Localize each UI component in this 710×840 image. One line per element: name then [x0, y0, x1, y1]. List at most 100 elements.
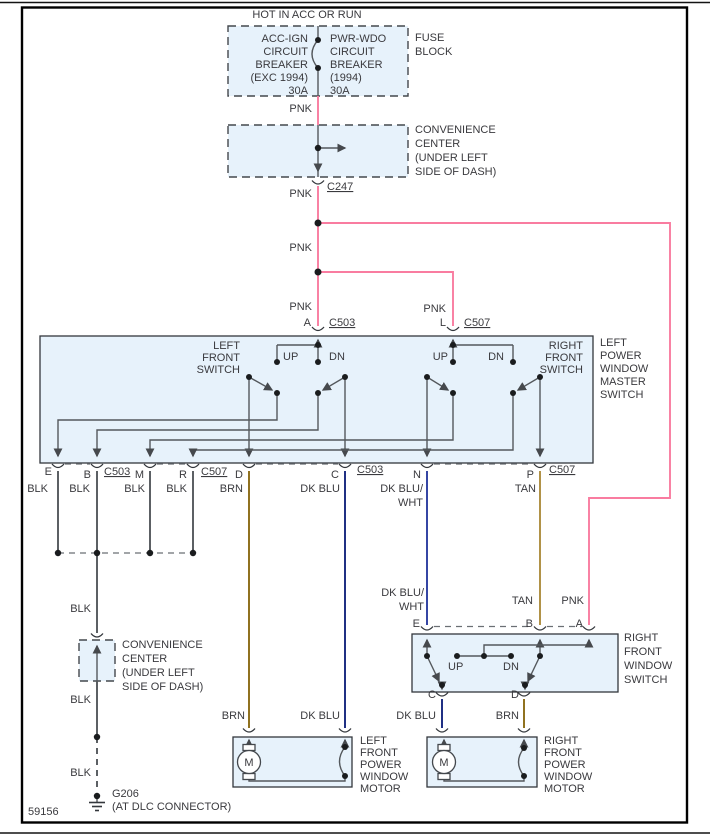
master-switch-internals	[53, 338, 545, 458]
switch-blade	[248, 376, 274, 391]
dn-label: DN	[488, 351, 504, 363]
wire-color-label: BLK	[70, 694, 91, 706]
pink-wires	[317, 96, 671, 625]
svg-text:SWITCH: SWITCH	[600, 389, 643, 401]
pin-label-a: A	[304, 317, 312, 329]
switch-blade	[426, 655, 440, 683]
power-source-label: HOT IN ACC OR RUN	[252, 9, 361, 21]
left-motor-name: LEFT	[360, 735, 387, 747]
connector-label-c507: C507	[464, 317, 490, 329]
svg-text:WINDOW: WINDOW	[624, 660, 673, 672]
wire-color-label: BLK	[27, 483, 48, 495]
right-front-switch-label: RIGHT	[549, 340, 584, 352]
wire-color-label: BLK	[70, 603, 91, 615]
wire-color-label: DK BLU	[300, 710, 340, 722]
wire-color-label: DK BLU/	[380, 483, 424, 495]
svg-text:MOTOR: MOTOR	[360, 783, 401, 795]
svg-text:(UNDER LEFT: (UNDER LEFT	[122, 667, 195, 679]
connector-label-c507: C507	[201, 466, 227, 478]
diagram-frame	[20, 6, 689, 824]
black-wires	[57, 471, 194, 792]
wire-color-label: DK BLU/	[381, 587, 425, 599]
ground-note-label: (AT DLC CONNECTOR)	[112, 801, 231, 813]
svg-text:FRONT: FRONT	[360, 747, 398, 759]
svg-text:POWER: POWER	[600, 350, 642, 362]
svg-text:FRONT: FRONT	[202, 352, 240, 364]
wire-color-label: TAN	[512, 595, 533, 607]
svg-text:BREAKER: BREAKER	[255, 59, 308, 71]
svg-text:CENTER: CENTER	[122, 653, 167, 665]
connector-label-c503: C503	[357, 464, 383, 476]
connector-pin-a	[311, 326, 325, 332]
convenience-center-lower-label: CONVENIENCE	[122, 639, 203, 651]
svg-text:SWITCH: SWITCH	[540, 364, 583, 376]
pnk-wire-right-branch	[318, 222, 671, 625]
pin-label-r: R	[179, 469, 187, 481]
pin-label-a: A	[576, 618, 584, 630]
connector-cc-lower	[90, 633, 104, 638]
motor-symbol	[236, 749, 262, 775]
wire-color-label: BLK	[166, 483, 187, 495]
acc-ign-breaker-label: ACC-IGN	[262, 33, 309, 45]
connector-label-c247: C247	[327, 181, 353, 193]
connector-label-c503: C503	[329, 317, 355, 329]
svg-text:SIDE OF DASH): SIDE OF DASH)	[122, 681, 203, 693]
connector-label-c503: C503	[104, 466, 130, 478]
junction-dots	[54, 37, 543, 800]
right-motor-name: RIGHT	[544, 735, 579, 747]
motor-brush-cap	[242, 772, 256, 781]
wire-color-label: DK BLU	[300, 483, 340, 495]
left-front-switch-label: LEFT	[213, 340, 240, 352]
pnk-wire-to-pin-l	[318, 271, 454, 326]
wire-color-label: BLK	[124, 483, 145, 495]
switch-blade	[516, 376, 541, 391]
wire-color-label: DK BLU	[396, 710, 436, 722]
wire-color-label: PNK	[561, 595, 584, 607]
switch-blade	[426, 376, 450, 391]
wire-color-label: WHT	[399, 601, 424, 613]
diagram-number: 59156	[28, 806, 59, 818]
svg-text:SIDE OF DASH): SIDE OF DASH)	[415, 166, 496, 178]
svg-text:WINDOW: WINDOW	[544, 771, 593, 783]
master-switch-name: LEFT	[600, 337, 627, 349]
svg-text:WINDOW: WINDOW	[600, 363, 649, 375]
svg-text:POWER: POWER	[544, 759, 586, 771]
svg-text:MASTER: MASTER	[600, 376, 646, 388]
motor-brush-cap	[437, 743, 451, 752]
pin-label-c: C	[428, 689, 436, 701]
motor-m-label: M	[244, 757, 253, 769]
svg-text:30A: 30A	[288, 85, 308, 97]
svg-text:WINDOW: WINDOW	[360, 771, 409, 783]
right-front-window-switch-name: RIGHT	[624, 632, 659, 644]
up-label: UP	[433, 351, 448, 363]
pin-label-b: B	[84, 469, 91, 481]
wire-color-label: BRN	[220, 483, 243, 495]
fuse-block-label: FUSE	[415, 32, 444, 44]
wire-color-label: BRN	[496, 710, 519, 722]
wire-color-label: BLK	[69, 483, 90, 495]
svg-text:SWITCH: SWITCH	[197, 364, 240, 376]
svg-text:POWER: POWER	[360, 759, 402, 771]
svg-text:(UNDER LEFT: (UNDER LEFT	[415, 152, 488, 164]
labels: HOT IN ACC OR RUN FUSE BLOCK ACC-IGN CIR…	[27, 9, 673, 818]
wire-color-label: PNK	[289, 188, 312, 200]
pin-label-p: P	[527, 469, 534, 481]
fuse-block-label: BLOCK	[415, 46, 453, 58]
pin-label-e: E	[413, 618, 420, 630]
svg-text:CIRCUIT: CIRCUIT	[263, 46, 308, 58]
pin-label-n: N	[413, 469, 421, 481]
svg-text:SWITCH: SWITCH	[624, 674, 667, 686]
wire-color-label: PNK	[289, 242, 312, 254]
dn-label: DN	[503, 661, 519, 673]
right-front-switch-internals	[422, 638, 594, 691]
motor-symbol	[431, 749, 457, 775]
up-label: UP	[283, 351, 298, 363]
connector-label-c507: C507	[549, 464, 575, 476]
svg-text:FRONT: FRONT	[624, 646, 662, 658]
wire-color-label: BRN	[222, 710, 245, 722]
switch-blade	[321, 376, 346, 391]
pin-label-b: B	[526, 618, 533, 630]
pwr-wdo-breaker-label: PWR-WDO	[330, 33, 387, 45]
